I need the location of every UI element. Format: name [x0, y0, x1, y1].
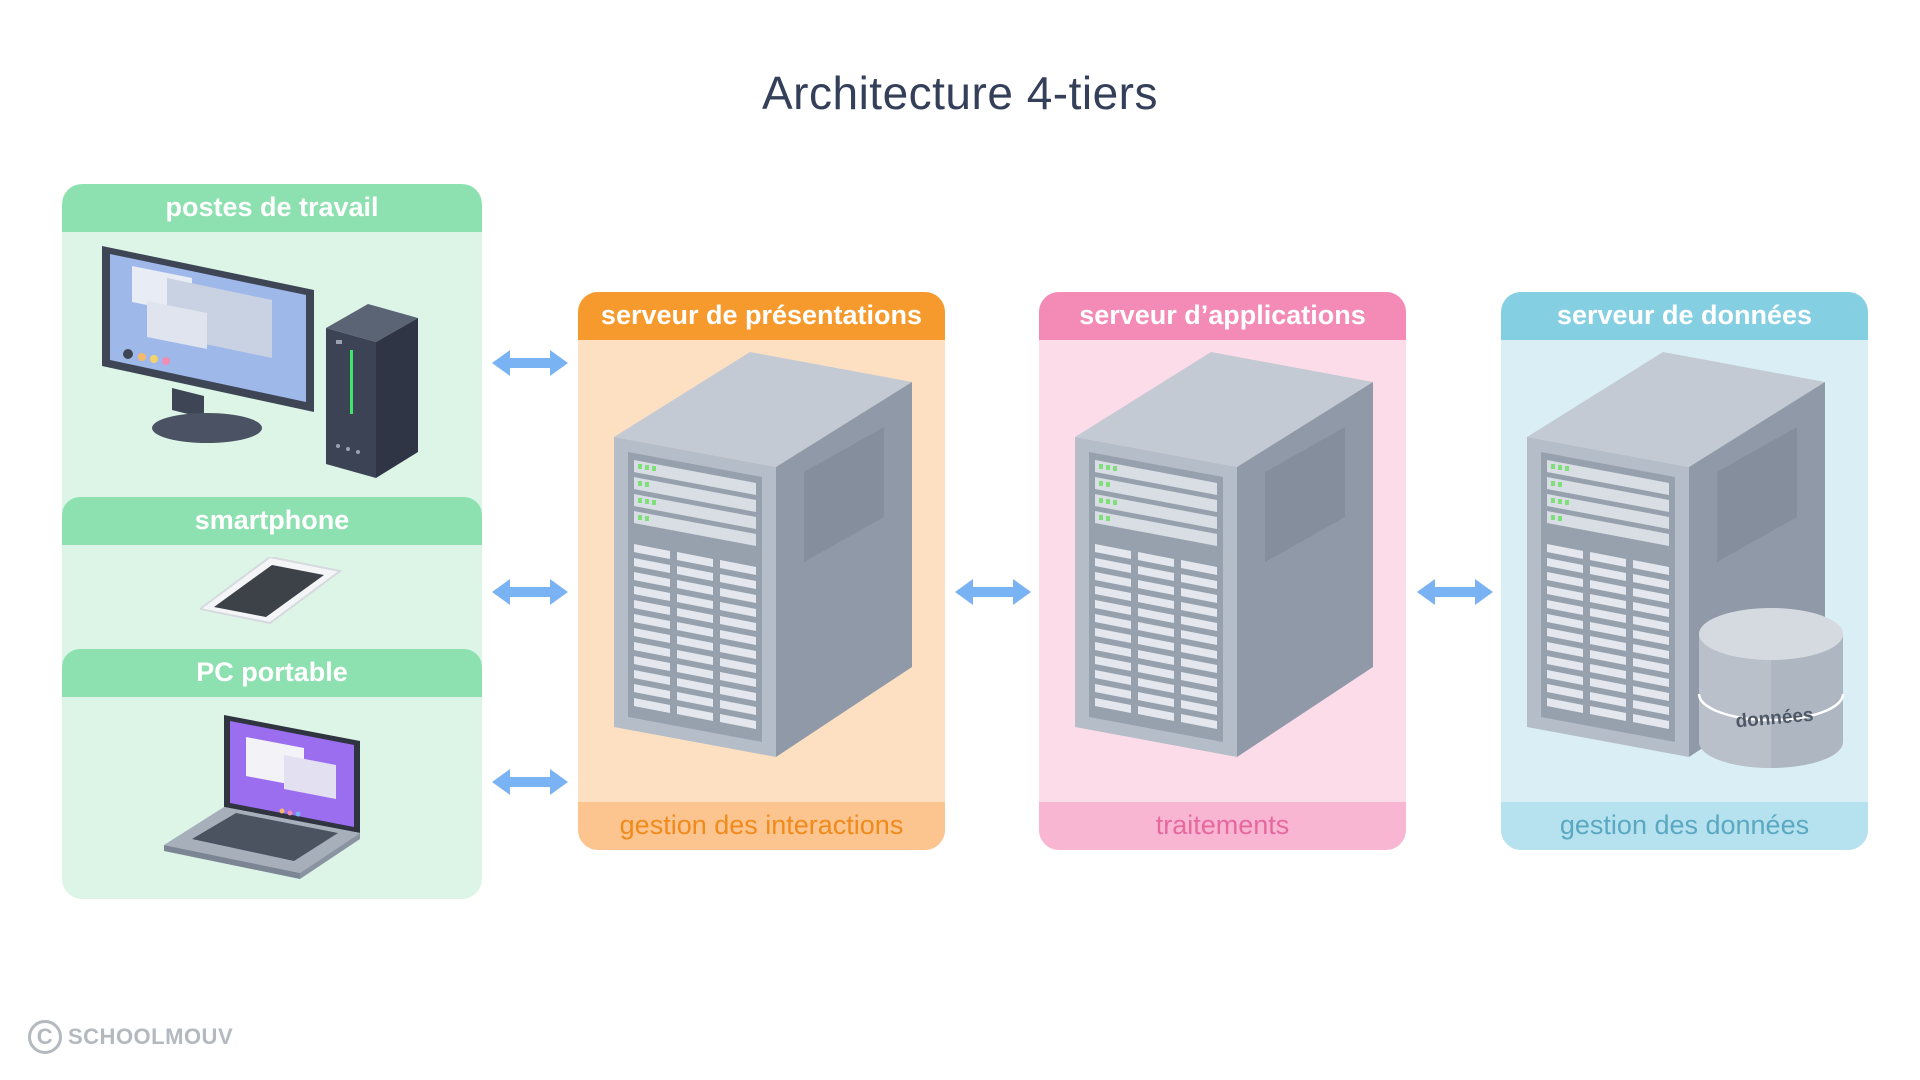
data-server-role: gestion des données: [1501, 802, 1868, 850]
workstation-header: postes de travail: [62, 184, 482, 232]
smartphone-section: smartphone: [62, 497, 482, 649]
presentation-server-panel: serveur de présentations gestion des int…: [578, 292, 945, 850]
bidirectional-arrow-icon: [492, 579, 568, 605]
application-server-panel: serveur d’applications traitements: [1039, 292, 1406, 850]
application-server-role: traitements: [1039, 802, 1406, 850]
server-icon: [1075, 352, 1373, 757]
copyright-icon: C: [28, 1020, 62, 1054]
bidirectional-arrow-icon: [955, 579, 1031, 605]
smartphone-header: smartphone: [62, 497, 482, 545]
data-server-panel: serveur de données données gestion des d…: [1501, 292, 1868, 850]
laptop-header: PC portable: [62, 649, 482, 697]
application-server-header: serveur d’applications: [1039, 292, 1406, 340]
bidirectional-arrow-icon: [492, 769, 568, 795]
database-icon: données: [1697, 608, 1845, 768]
data-server-header: serveur de données: [1501, 292, 1868, 340]
laptop-section: PC portable: [62, 649, 482, 899]
brand-name: SCHOOLMOUV: [68, 1024, 234, 1049]
bidirectional-arrow-icon: [1417, 579, 1493, 605]
presentation-server-role: gestion des interactions: [578, 802, 945, 850]
server-icon: [614, 352, 912, 757]
bidirectional-arrow-icon: [492, 350, 568, 376]
presentation-server-header: serveur de présentations: [578, 292, 945, 340]
copyright-watermark: C SCHOOLMOUV: [28, 1020, 233, 1054]
diagram-title: Architecture 4-tiers: [761, 67, 1158, 119]
workstation-section: postes de travail: [62, 184, 482, 497]
desktop-computer-icon: [102, 246, 418, 478]
client-tier-panel: postes de travail smartphone: [62, 184, 482, 899]
laptop-icon: [164, 715, 360, 879]
smartphone-icon: [200, 557, 343, 625]
